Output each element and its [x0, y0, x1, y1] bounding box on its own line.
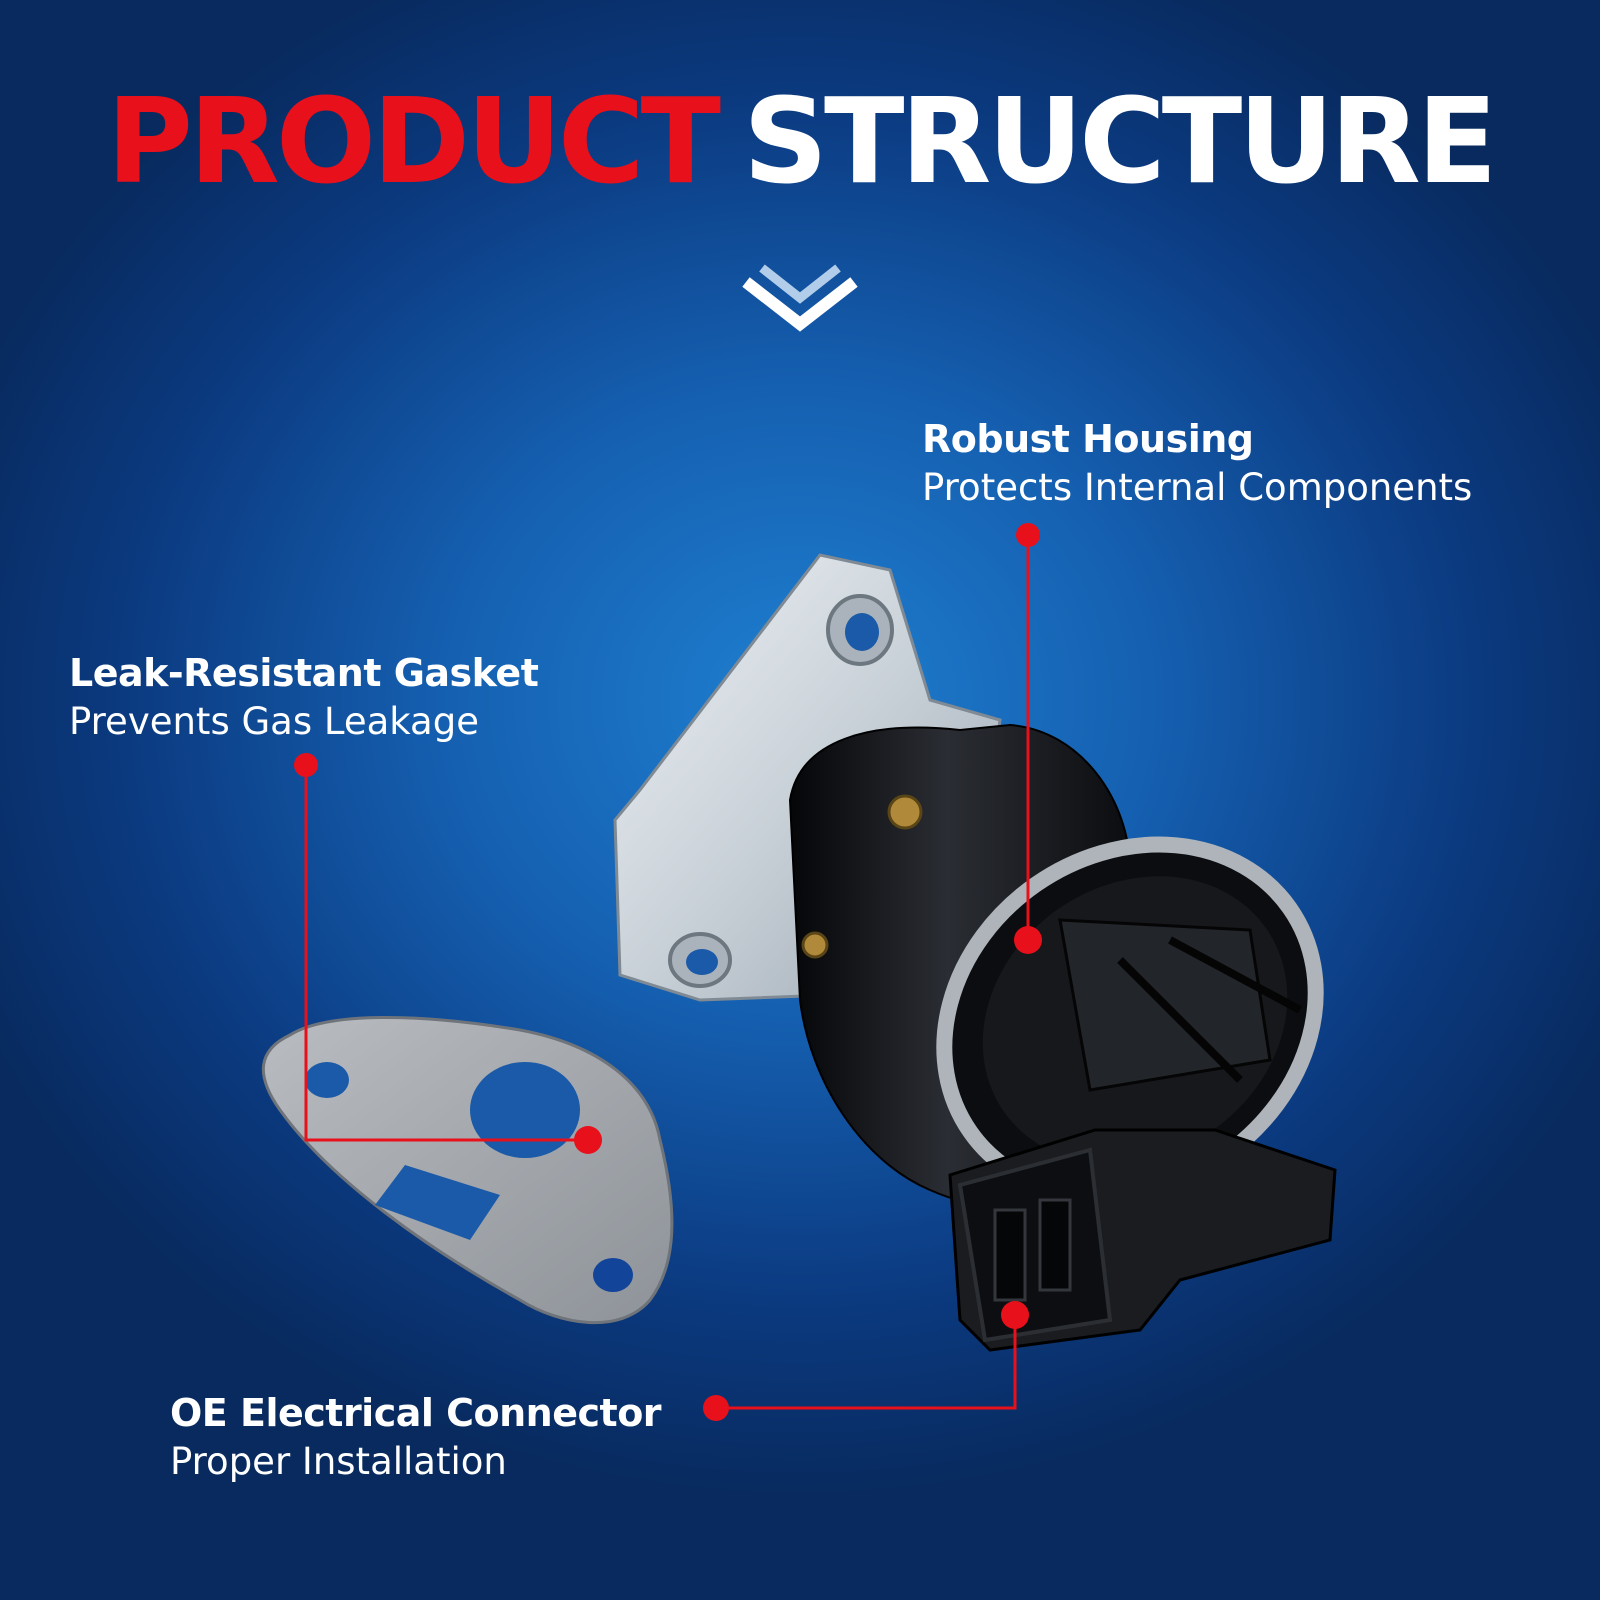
callout-description: Prevents Gas Leakage	[69, 699, 479, 743]
double-chevron-down-icon	[742, 264, 858, 332]
callout-heading: OE Electrical Connector	[170, 1391, 662, 1435]
title-white-word: STRUCTURE	[742, 72, 1498, 210]
housing-shape	[788, 723, 1337, 1352]
callout-heading: Robust Housing	[922, 417, 1254, 461]
callout-robust-housing: Robust Housing Protects Internal Compone…	[922, 416, 1472, 512]
callout-description: Protects Internal Components	[922, 465, 1473, 509]
callout-gasket: Leak-Resistant Gasket Prevents Gas Leaka…	[69, 650, 539, 746]
title-red-word: PRODUCT	[106, 72, 721, 210]
callout-heading: Leak-Resistant Gasket	[69, 651, 539, 695]
callout-connector: OE Electrical Connector Proper Installat…	[170, 1390, 662, 1486]
callout-description: Proper Installation	[170, 1439, 507, 1483]
callout-leaders	[294, 523, 1042, 1421]
gasket-shape	[261, 1016, 674, 1325]
